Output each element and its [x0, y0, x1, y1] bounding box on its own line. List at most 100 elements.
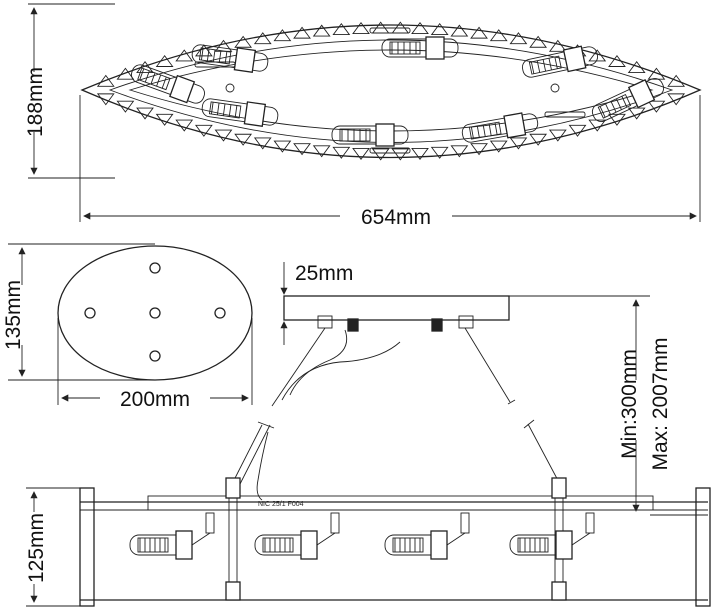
lamp-holder [381, 36, 459, 60]
crystal-triangle [608, 113, 626, 126]
wire-break-mark [507, 399, 516, 405]
drop-max-label: Max: 2007mm [649, 337, 672, 470]
side-lamp [129, 512, 215, 560]
crystal-triangle [234, 133, 253, 146]
power-cable [256, 431, 269, 501]
crystal-triangle [96, 74, 115, 87]
drop-min-label: Min:300mm [618, 349, 641, 459]
crystal-triangle [194, 124, 213, 137]
crystal-triangle [293, 26, 311, 39]
top-view-inner-outline [108, 39, 674, 143]
crystal-triangle [548, 129, 567, 142]
crystal-triangle [489, 140, 508, 153]
fixture-bar [147, 495, 654, 511]
suspension-wire [271, 327, 326, 407]
canopy-depth-label: 25mm [295, 262, 353, 285]
crystal-triangle [155, 54, 174, 67]
power-cable [289, 329, 348, 396]
crystal-triangle [352, 147, 370, 160]
crystal-triangle [548, 39, 567, 52]
rod-end [225, 581, 241, 601]
lamp-holder [331, 123, 409, 147]
top-view: 188mm 654mm [24, 3, 702, 229]
lamp-holder [191, 44, 269, 73]
crystal-triangle [312, 24, 331, 37]
crystal-triangle [332, 23, 351, 36]
crystal-border [96, 21, 686, 161]
top-view-hole [225, 83, 235, 93]
canopy-screw [317, 315, 333, 329]
top-view-slot [369, 147, 411, 154]
canopy-screw [458, 315, 474, 329]
crystal-triangle [371, 148, 390, 161]
top-view-slot [369, 27, 411, 34]
crystal-triangle [253, 137, 272, 150]
crystal-triangle [470, 26, 488, 39]
side-canopy [283, 295, 510, 321]
canopy-width-label: 200mm [120, 388, 190, 411]
crystal-triangle [588, 49, 607, 62]
side-lamp [509, 512, 595, 560]
lamp-holder [131, 64, 205, 104]
top-view-hole [550, 83, 560, 93]
canopy-hole [84, 307, 96, 319]
crystal-triangle [430, 23, 449, 36]
crystal-triangle [136, 107, 154, 120]
lamp-holder [201, 98, 279, 127]
crystal-triangle [312, 145, 331, 158]
crystal-triangle [96, 93, 115, 106]
crystal-triangle [647, 67, 666, 80]
crystal-triangle [470, 143, 488, 156]
crystal-triangle [608, 54, 626, 67]
top-lamp-holders [131, 36, 665, 147]
lamp-holder [591, 77, 665, 123]
crystal-triangle [116, 67, 135, 80]
fixture-end-cap-left [79, 487, 95, 607]
canopy-view: 135mm 200mm [2, 243, 253, 411]
fixture-height-label: 125mm [25, 513, 48, 583]
canopy-hole [149, 262, 161, 274]
top-width-label: 654mm [361, 206, 431, 229]
crystal-triangle [489, 29, 508, 42]
crystal-triangle [175, 49, 194, 62]
power-cable [281, 341, 401, 401]
side-lamp-holders [129, 512, 595, 560]
rod-clamp [225, 477, 241, 499]
wire-break-mark [523, 419, 535, 429]
lamp-holder [521, 45, 599, 78]
crystal-triangle [647, 100, 666, 113]
top-view-slot [544, 111, 586, 118]
suspension-wire [464, 327, 511, 403]
crystal-triangle [391, 148, 410, 161]
crystal-triangle [509, 137, 528, 150]
crystal-triangle [529, 133, 548, 146]
canopy-hole [149, 307, 161, 319]
wire-break-mark [257, 421, 275, 429]
crystal-triangle [667, 93, 686, 106]
top-view-slot [194, 61, 236, 68]
canopy-hole [214, 307, 226, 319]
top-view-inner-ring [128, 49, 654, 132]
top-height-label: 188mm [24, 67, 47, 137]
crystal-triangle [411, 147, 429, 160]
rod-clamp [551, 477, 567, 499]
fixture-end-cap-right [695, 487, 711, 607]
side-view: 25mm NIC 25/1 F004 Min [25, 262, 711, 607]
crystal-triangle [627, 107, 646, 120]
canopy-hole [149, 350, 161, 362]
crystal-triangle [568, 124, 587, 137]
side-view-small-label: NIC 25/1 F004 [258, 501, 304, 508]
crystal-triangle [332, 146, 351, 159]
crystal-triangle [509, 32, 528, 45]
crystal-triangle [627, 61, 646, 74]
canopy-plate [57, 245, 253, 381]
canopy-cable-gland [431, 318, 443, 332]
crystal-triangle [450, 24, 469, 37]
crystal-triangle [175, 119, 194, 132]
crystal-triangle [450, 145, 469, 158]
canopy-cable-gland [347, 318, 359, 332]
crystal-triangle [155, 113, 174, 126]
lamp-holder [461, 112, 539, 143]
crystal-triangle [116, 100, 135, 113]
